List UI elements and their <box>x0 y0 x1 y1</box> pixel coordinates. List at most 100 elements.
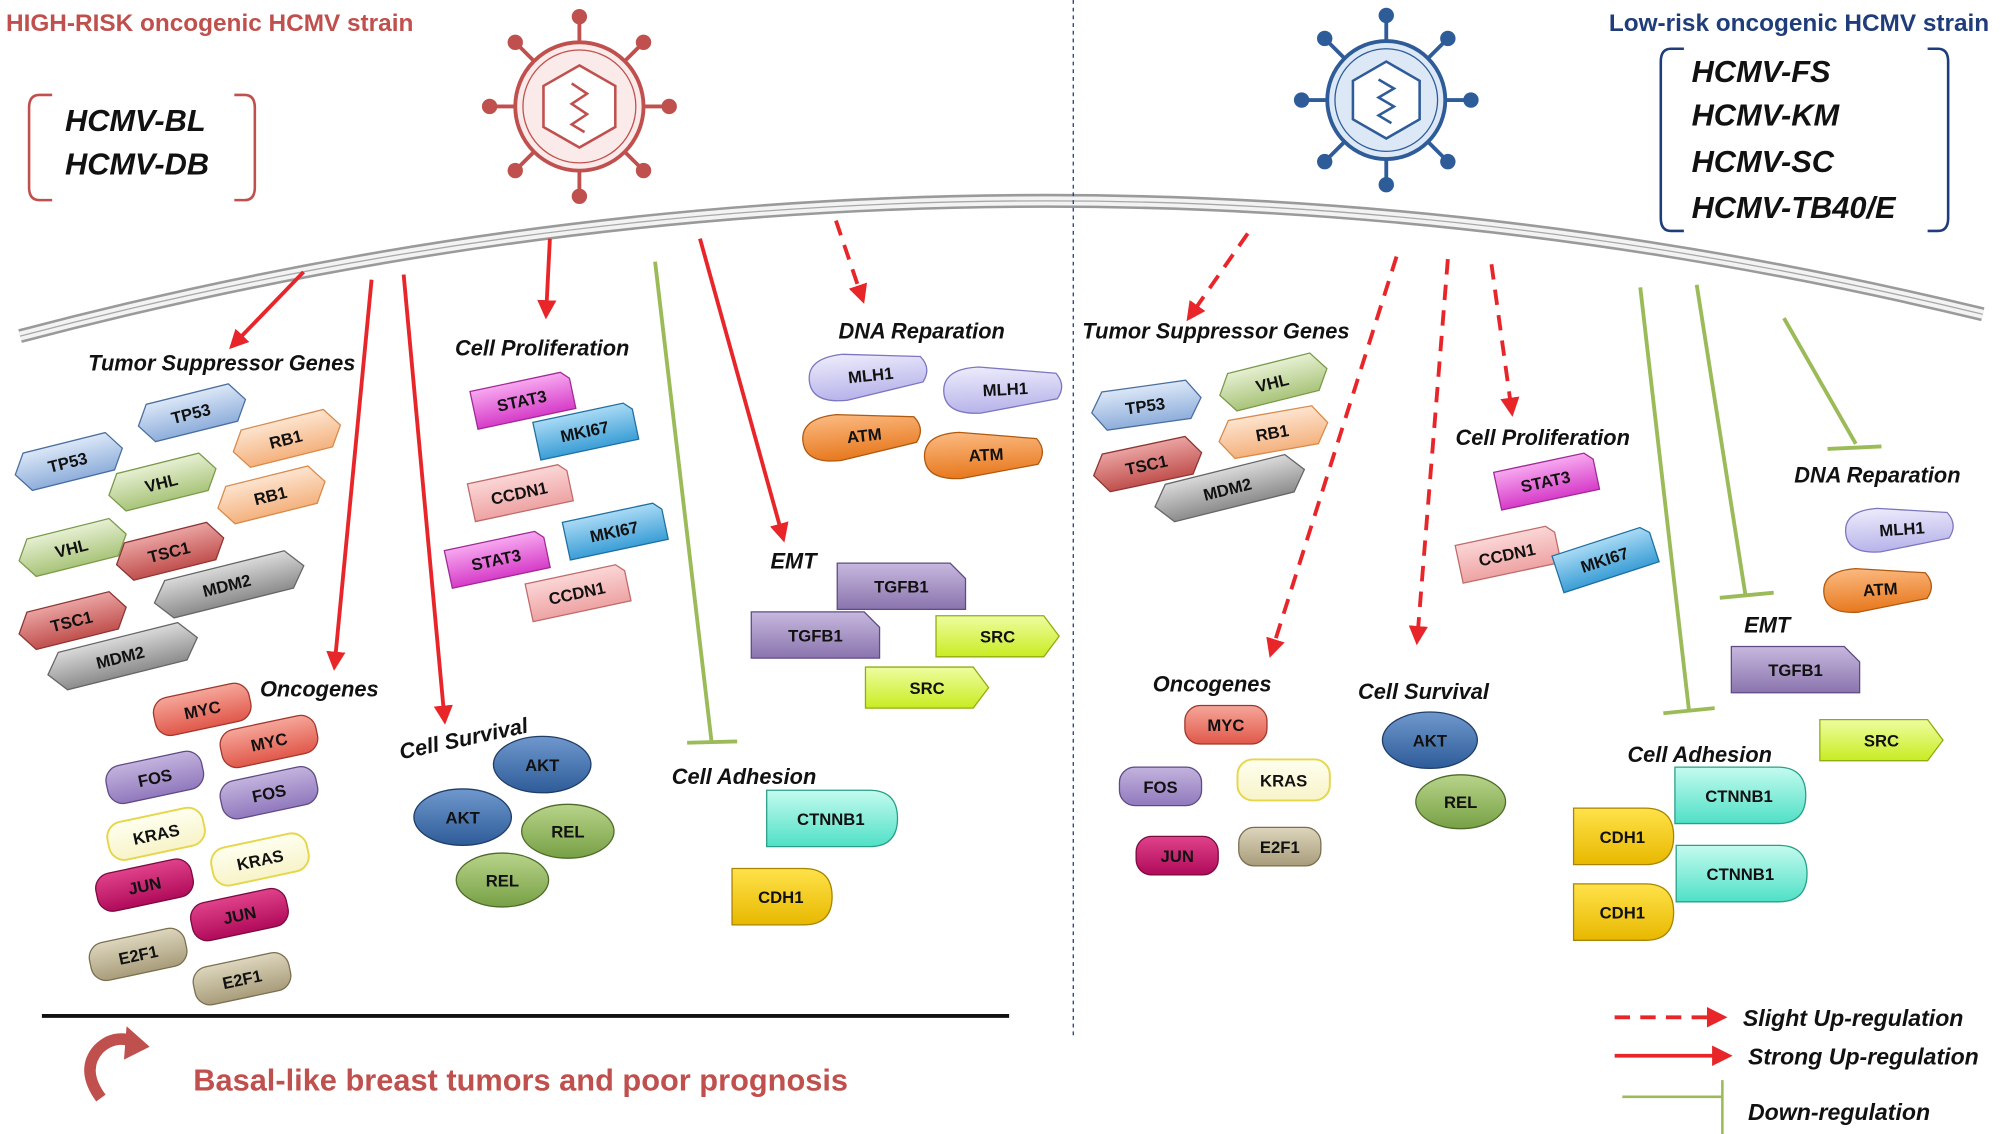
right-label-surv: Cell Survival <box>1358 679 1490 704</box>
gene-cdh1: CDH1 <box>1572 883 1675 941</box>
svg-text:CDH1: CDH1 <box>1600 828 1645 847</box>
gene-ccdn1: CCDN1 <box>524 564 632 623</box>
gene-vhl: VHL <box>1219 352 1328 412</box>
left-label-tsg: Tumor Suppressor Genes <box>88 351 355 376</box>
gene-myc: MYC <box>152 682 252 737</box>
gene-src: SRC <box>1819 719 1944 762</box>
gene-stat3: STAT3 <box>443 530 551 590</box>
gene-mdm2: MDM2 <box>47 621 199 691</box>
gene-e2f1: E2F1 <box>192 952 292 1006</box>
gene-myc: MYC <box>219 714 319 769</box>
low-risk-title: Low-risk oncogenic HCMV strain <box>1609 10 1989 37</box>
svg-text:MLH1: MLH1 <box>847 364 894 388</box>
gene-cdh1: CDH1 <box>731 867 833 926</box>
low-risk-virus-icon <box>1293 7 1479 193</box>
gene-rb1: RB1 <box>232 408 342 469</box>
gene-tp53: TP53 <box>1090 379 1202 431</box>
gene-atm: ATM <box>1823 568 1932 614</box>
svg-text:CTNNB1: CTNNB1 <box>1705 787 1773 806</box>
legend-slight-icon <box>1614 1007 1728 1028</box>
gene-rb1: RB1 <box>217 465 326 525</box>
right-label-tsg: Tumor Suppressor Genes <box>1082 319 1349 344</box>
gene-cdh1: CDH1 <box>1572 807 1675 866</box>
svg-text:CTNNB1: CTNNB1 <box>797 810 865 829</box>
gene-fos: FOS <box>1118 766 1203 807</box>
strain-hcmv-fs: HCMV-FS <box>1692 54 1831 89</box>
gene-ctnnb1: CTNNB1 <box>1675 844 1808 903</box>
right-label-adh: Cell Adhesion <box>1627 742 1772 767</box>
gene-jun: JUN <box>95 858 194 912</box>
svg-text:SRC: SRC <box>980 628 1015 647</box>
outcome-curved-arrow-icon <box>84 1026 150 1102</box>
gene-mki67: MKI67 <box>1551 526 1660 594</box>
svg-text:SRC: SRC <box>1864 732 1899 751</box>
gene-jun: JUN <box>189 887 289 942</box>
gene-kras: KRAS <box>106 806 206 861</box>
legend-slight-label: Slight Up-regulation <box>1743 1005 1964 1031</box>
legend: Slight Up-regulation Strong Up-regulatio… <box>1614 1005 1979 1134</box>
gene-ccdn1: CCDN1 <box>1454 525 1562 584</box>
svg-text:REL: REL <box>1444 793 1477 812</box>
svg-text:E2F1: E2F1 <box>1260 838 1300 857</box>
gene-mki67: MKI67 <box>532 402 640 461</box>
gene-mdm2: MDM2 <box>1154 453 1306 523</box>
gene-fos: FOS <box>219 766 319 820</box>
strain-hcmv-tb40e: HCMV-TB40/E <box>1692 190 1897 225</box>
gene-tsc1: TSC1 <box>1092 435 1203 493</box>
svg-text:CDH1: CDH1 <box>1600 903 1645 922</box>
svg-text:SRC: SRC <box>909 679 944 698</box>
svg-text:MYC: MYC <box>1207 716 1244 735</box>
svg-text:REL: REL <box>486 871 519 890</box>
gene-vhl: VHL <box>108 452 217 512</box>
gene-mdm2: MDM2 <box>153 550 305 619</box>
gene-ccdn1: CCDN1 <box>466 464 575 523</box>
gene-tgfb1: TGFB1 <box>750 611 881 659</box>
gene-kras: KRAS <box>1236 758 1331 802</box>
legend-strong-icon <box>1614 1045 1733 1067</box>
svg-text:TGFB1: TGFB1 <box>1768 661 1823 680</box>
gene-atm: ATM <box>923 431 1044 480</box>
left-arrows <box>229 220 868 725</box>
legend-strong-label: Strong Up-regulation <box>1748 1044 1979 1070</box>
gene-stat3: STAT3 <box>1492 452 1601 511</box>
gene-vhl: VHL <box>18 517 127 578</box>
right-inhibit-lines <box>1638 284 1882 716</box>
svg-text:TGFB1: TGFB1 <box>874 578 929 597</box>
gene-tp53: TP53 <box>137 383 247 443</box>
gene-stat3: STAT3 <box>469 371 577 430</box>
strain-hcmv-db: HCMV-DB <box>65 146 209 181</box>
svg-text:CTNNB1: CTNNB1 <box>1707 865 1775 884</box>
left-label-prolif: Cell Proliferation <box>455 335 629 360</box>
gene-tgfb1: TGFB1 <box>1730 645 1861 694</box>
gene-akt: AKT <box>413 788 513 847</box>
gene-rel: REL <box>521 803 615 859</box>
gene-tsc1: TSC1 <box>115 521 225 581</box>
gene-mlh1: MLH1 <box>943 366 1063 414</box>
low-risk-strain-list: HCMV-FS HCMV-KM HCMV-SC HCMV-TB40/E <box>1659 47 1950 233</box>
left-inhibit-adhesion <box>653 261 738 745</box>
strain-hcmv-sc: HCMV-SC <box>1692 144 1835 179</box>
gene-src: SRC <box>864 666 990 709</box>
right-arrows <box>1186 232 1520 658</box>
svg-text:AKT: AKT <box>1413 732 1447 751</box>
legend-down-icon <box>1622 1080 1724 1134</box>
svg-text:FOS: FOS <box>1143 778 1177 797</box>
gene-rel: REL <box>1415 774 1507 830</box>
high-risk-strain-list: HCMV-BL HCMV-DB <box>27 93 257 202</box>
gene-akt: AKT <box>492 735 592 794</box>
svg-text:AKT: AKT <box>525 756 559 775</box>
left-label-onco: Oncogenes <box>260 677 379 702</box>
high-risk-virus-icon <box>481 8 677 204</box>
gene-kras: KRAS <box>210 832 310 887</box>
high-risk-title: HIGH-RISK oncogenic HCMV strain <box>6 10 413 37</box>
gene-e2f1: E2F1 <box>88 927 188 982</box>
svg-text:MLH1: MLH1 <box>982 379 1028 400</box>
legend-down-label: Down-regulation <box>1748 1099 1930 1125</box>
outcome-text: Basal-like breast tumors and poor progno… <box>193 1062 848 1097</box>
gene-fos: FOS <box>105 750 205 805</box>
gene-mlh1: MLH1 <box>808 353 928 402</box>
gene-akt: AKT <box>1381 711 1478 770</box>
gene-jun: JUN <box>1135 835 1219 876</box>
gene-src: SRC <box>935 615 1060 658</box>
svg-text:ATM: ATM <box>1862 579 1898 600</box>
